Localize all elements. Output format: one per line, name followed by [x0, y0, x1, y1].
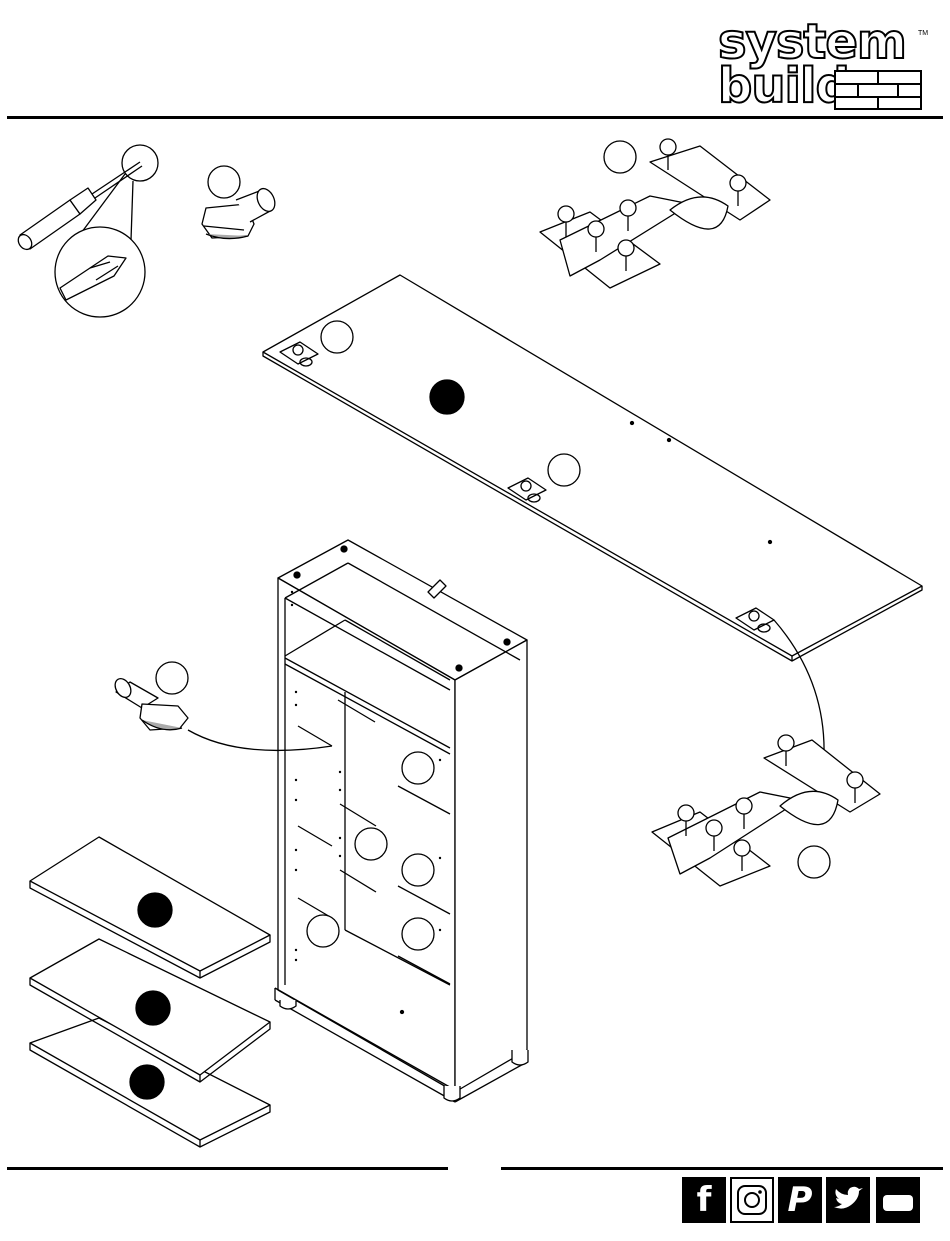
- instagram-glyph: [735, 1183, 769, 1217]
- facebook-glyph: f: [697, 1180, 712, 1220]
- hinge-icon: [540, 139, 770, 288]
- facebook-icon[interactable]: f: [682, 1177, 726, 1223]
- screwdriver-icon: [15, 145, 158, 317]
- twitter-icon[interactable]: [826, 1177, 870, 1223]
- cabinet-body: [275, 540, 528, 1102]
- shelf-pin-icon: [202, 166, 278, 239]
- shelf-panels: [30, 837, 270, 1147]
- pinterest-icon[interactable]: P: [778, 1177, 822, 1223]
- pinterest-glyph: P: [788, 1180, 813, 1220]
- youtube-glyph: [881, 1185, 915, 1215]
- hinge-icon: [652, 620, 880, 886]
- twitter-glyph: [831, 1185, 865, 1215]
- youtube-icon[interactable]: [876, 1177, 920, 1223]
- instagram-icon[interactable]: [730, 1177, 774, 1223]
